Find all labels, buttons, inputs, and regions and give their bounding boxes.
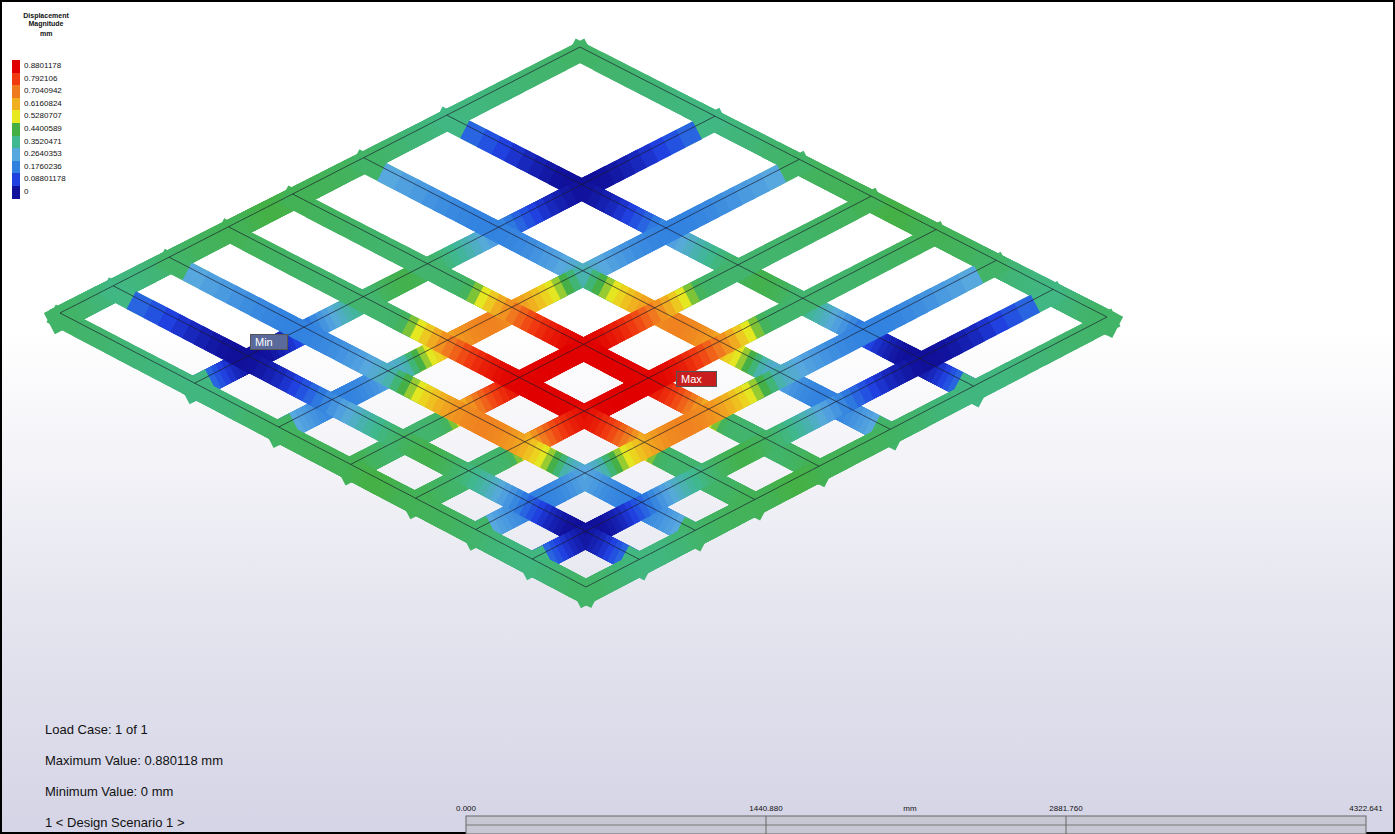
beam-edge-line bbox=[60, 47, 580, 313]
legend-value: 0.1760236 bbox=[24, 162, 62, 171]
result-info: Minimum Value: 0 mm bbox=[45, 784, 173, 799]
legend-value: 0.6160824 bbox=[24, 99, 62, 108]
legend-value: 0.792106 bbox=[24, 74, 57, 83]
legend-swatch bbox=[12, 123, 20, 136]
legend-title: Displacement Magnitude bbox=[20, 12, 72, 27]
beam-grid bbox=[60, 47, 1107, 592]
legend-value: 0.5280707 bbox=[24, 111, 62, 120]
legend-swatch bbox=[12, 136, 20, 149]
legend-swatch bbox=[12, 73, 20, 86]
beam-edge-line bbox=[113, 286, 639, 560]
legend-value: 0 bbox=[24, 187, 28, 196]
result-info: 1 < Design Scenario 1 > bbox=[45, 815, 184, 830]
tag-text: Max bbox=[681, 373, 702, 385]
legend-value: 0.7040942 bbox=[24, 86, 62, 95]
scale-value: 2881.760 bbox=[1049, 804, 1082, 813]
legend-swatch bbox=[12, 173, 20, 186]
scale-bar bbox=[466, 816, 1366, 834]
beam-edge-line bbox=[586, 317, 1107, 587]
result-info: Load Case: 1 of 1 bbox=[45, 722, 148, 737]
legend-value: 0.08801178 bbox=[24, 174, 66, 183]
legend-unit: mm bbox=[40, 30, 52, 37]
legend-value: 0.2640353 bbox=[24, 149, 62, 158]
legend-swatch bbox=[12, 85, 20, 98]
scale-value: 0.000 bbox=[456, 804, 476, 813]
legend-swatch bbox=[12, 161, 20, 174]
legend-swatch bbox=[12, 60, 20, 73]
legend-value: 0.8801178 bbox=[24, 61, 61, 70]
legend-swatch bbox=[12, 186, 20, 199]
result-info: Maximum Value: 0.880118 mm bbox=[45, 753, 223, 768]
tag-text: Min bbox=[255, 336, 273, 348]
beam-edge-line bbox=[229, 227, 755, 500]
legend-swatch bbox=[12, 110, 20, 123]
legend-value: 0.4400589 bbox=[24, 124, 62, 133]
scale-value: 1440.880 bbox=[749, 804, 782, 813]
scale-unit: mm bbox=[903, 804, 916, 813]
scale-value: 4322.641 bbox=[1349, 804, 1382, 813]
beam-edge-line bbox=[580, 47, 1107, 317]
beam-edge-line bbox=[476, 260, 997, 529]
extreme-tag: Max bbox=[676, 371, 717, 387]
beam-edge-line bbox=[60, 313, 586, 587]
legend-swatch bbox=[12, 148, 20, 161]
beam-edge-line bbox=[169, 257, 695, 530]
legend-swatch bbox=[12, 98, 20, 111]
legend-value: 0.3520471 bbox=[24, 137, 62, 146]
beam-edge-line bbox=[532, 289, 1053, 559]
extreme-tag: Min bbox=[250, 334, 288, 350]
beam-segment bbox=[581, 589, 586, 592]
